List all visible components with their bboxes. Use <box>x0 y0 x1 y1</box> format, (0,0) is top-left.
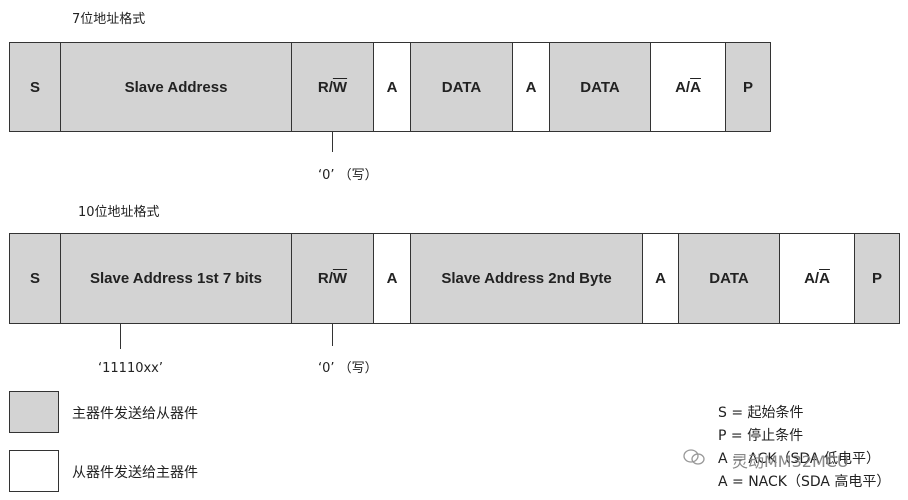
key-start: S = 起始条件 <box>718 405 804 421</box>
field-ack: A <box>373 42 411 132</box>
rw-write-note: ‘0’ （写） <box>318 361 378 376</box>
format7-title: 7位地址格式 <box>72 12 146 27</box>
field-rw: R/W <box>291 42 374 132</box>
field-stop: P <box>854 233 900 324</box>
rw-write-note: ‘0’ （写） <box>318 168 378 183</box>
field-data: DATA <box>410 42 513 132</box>
legend-swatch-gray <box>9 391 59 433</box>
field-ack-nack: A/A <box>650 42 726 132</box>
field-ack-nack: A/A <box>779 233 855 324</box>
key-stop: P = 停止条件 <box>718 428 804 444</box>
legend-master-to-slave: 主器件发送给从器件 <box>72 406 198 422</box>
field-stop: P <box>725 42 771 132</box>
field-ack: A <box>642 233 679 324</box>
format10-title: 10位地址格式 <box>78 205 160 220</box>
field-rw: R/W <box>291 233 374 324</box>
field-ack: A <box>512 42 550 132</box>
field-data: DATA <box>678 233 780 324</box>
key-ack: A = ACK（SDA 低电平） <box>718 451 880 467</box>
field-start: S <box>9 233 61 324</box>
rw-pointer-line <box>332 132 333 152</box>
field-start: S <box>9 42 61 132</box>
bits-pointer-line <box>120 324 121 349</box>
field-ack: A <box>373 233 411 324</box>
watermark-logo-icon <box>683 448 705 470</box>
legend-slave-to-master: 从器件发送给主器件 <box>72 465 198 481</box>
field-slave-address-2nd: Slave Address 2nd Byte <box>410 233 643 324</box>
field-slave-address-1st: Slave Address 1st 7 bits <box>60 233 292 324</box>
legend-swatch-white <box>9 450 59 492</box>
field-data: DATA <box>549 42 651 132</box>
rw-pointer-line <box>332 324 333 346</box>
key-nack: A = NACK（SDA 高电平） <box>718 474 891 490</box>
watermark-text: 灵动MM32MCU <box>732 452 849 471</box>
address-prefix-note: ‘11110xx’ <box>98 361 164 376</box>
field-slave-address: Slave Address <box>60 42 292 132</box>
